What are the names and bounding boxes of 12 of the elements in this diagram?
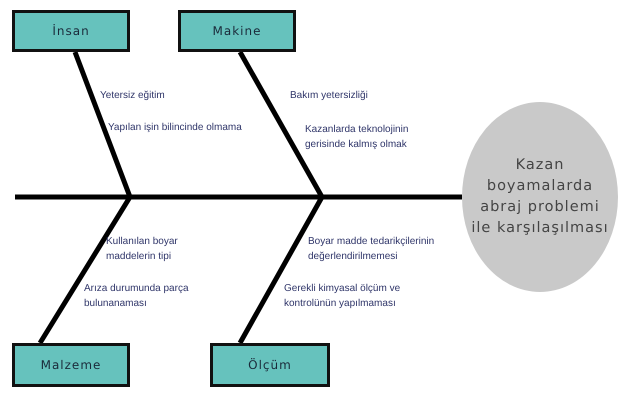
cause-text: Bakım yetersizliği — [290, 89, 369, 103]
category-box: Makine — [178, 10, 296, 52]
cause-text: Yetersiz eğitim — [100, 89, 166, 103]
problem-text: Kazan boyamalarda abraj problemi ile karşılaşılması — [470, 156, 610, 238]
cause-text: Arıza durumunda parça bulunanaması — [84, 282, 190, 311]
cause-text: Boyar madde tedarikçilerinin değerlendirilmemesi — [308, 235, 436, 264]
cause-text: Kullanılan boyar maddelerin tipi — [106, 235, 179, 264]
category-box: İnsan — [12, 10, 130, 52]
cause-text: Kazanlarda teknolojinin gerisinde kalmış olmak — [305, 123, 410, 152]
cause-text: Gerekli kimyasal ölçüm ve kontrolünün yapılmaması — [284, 282, 402, 311]
category-box: Ölçüm — [210, 343, 330, 387]
category-box: Malzeme — [12, 343, 130, 387]
